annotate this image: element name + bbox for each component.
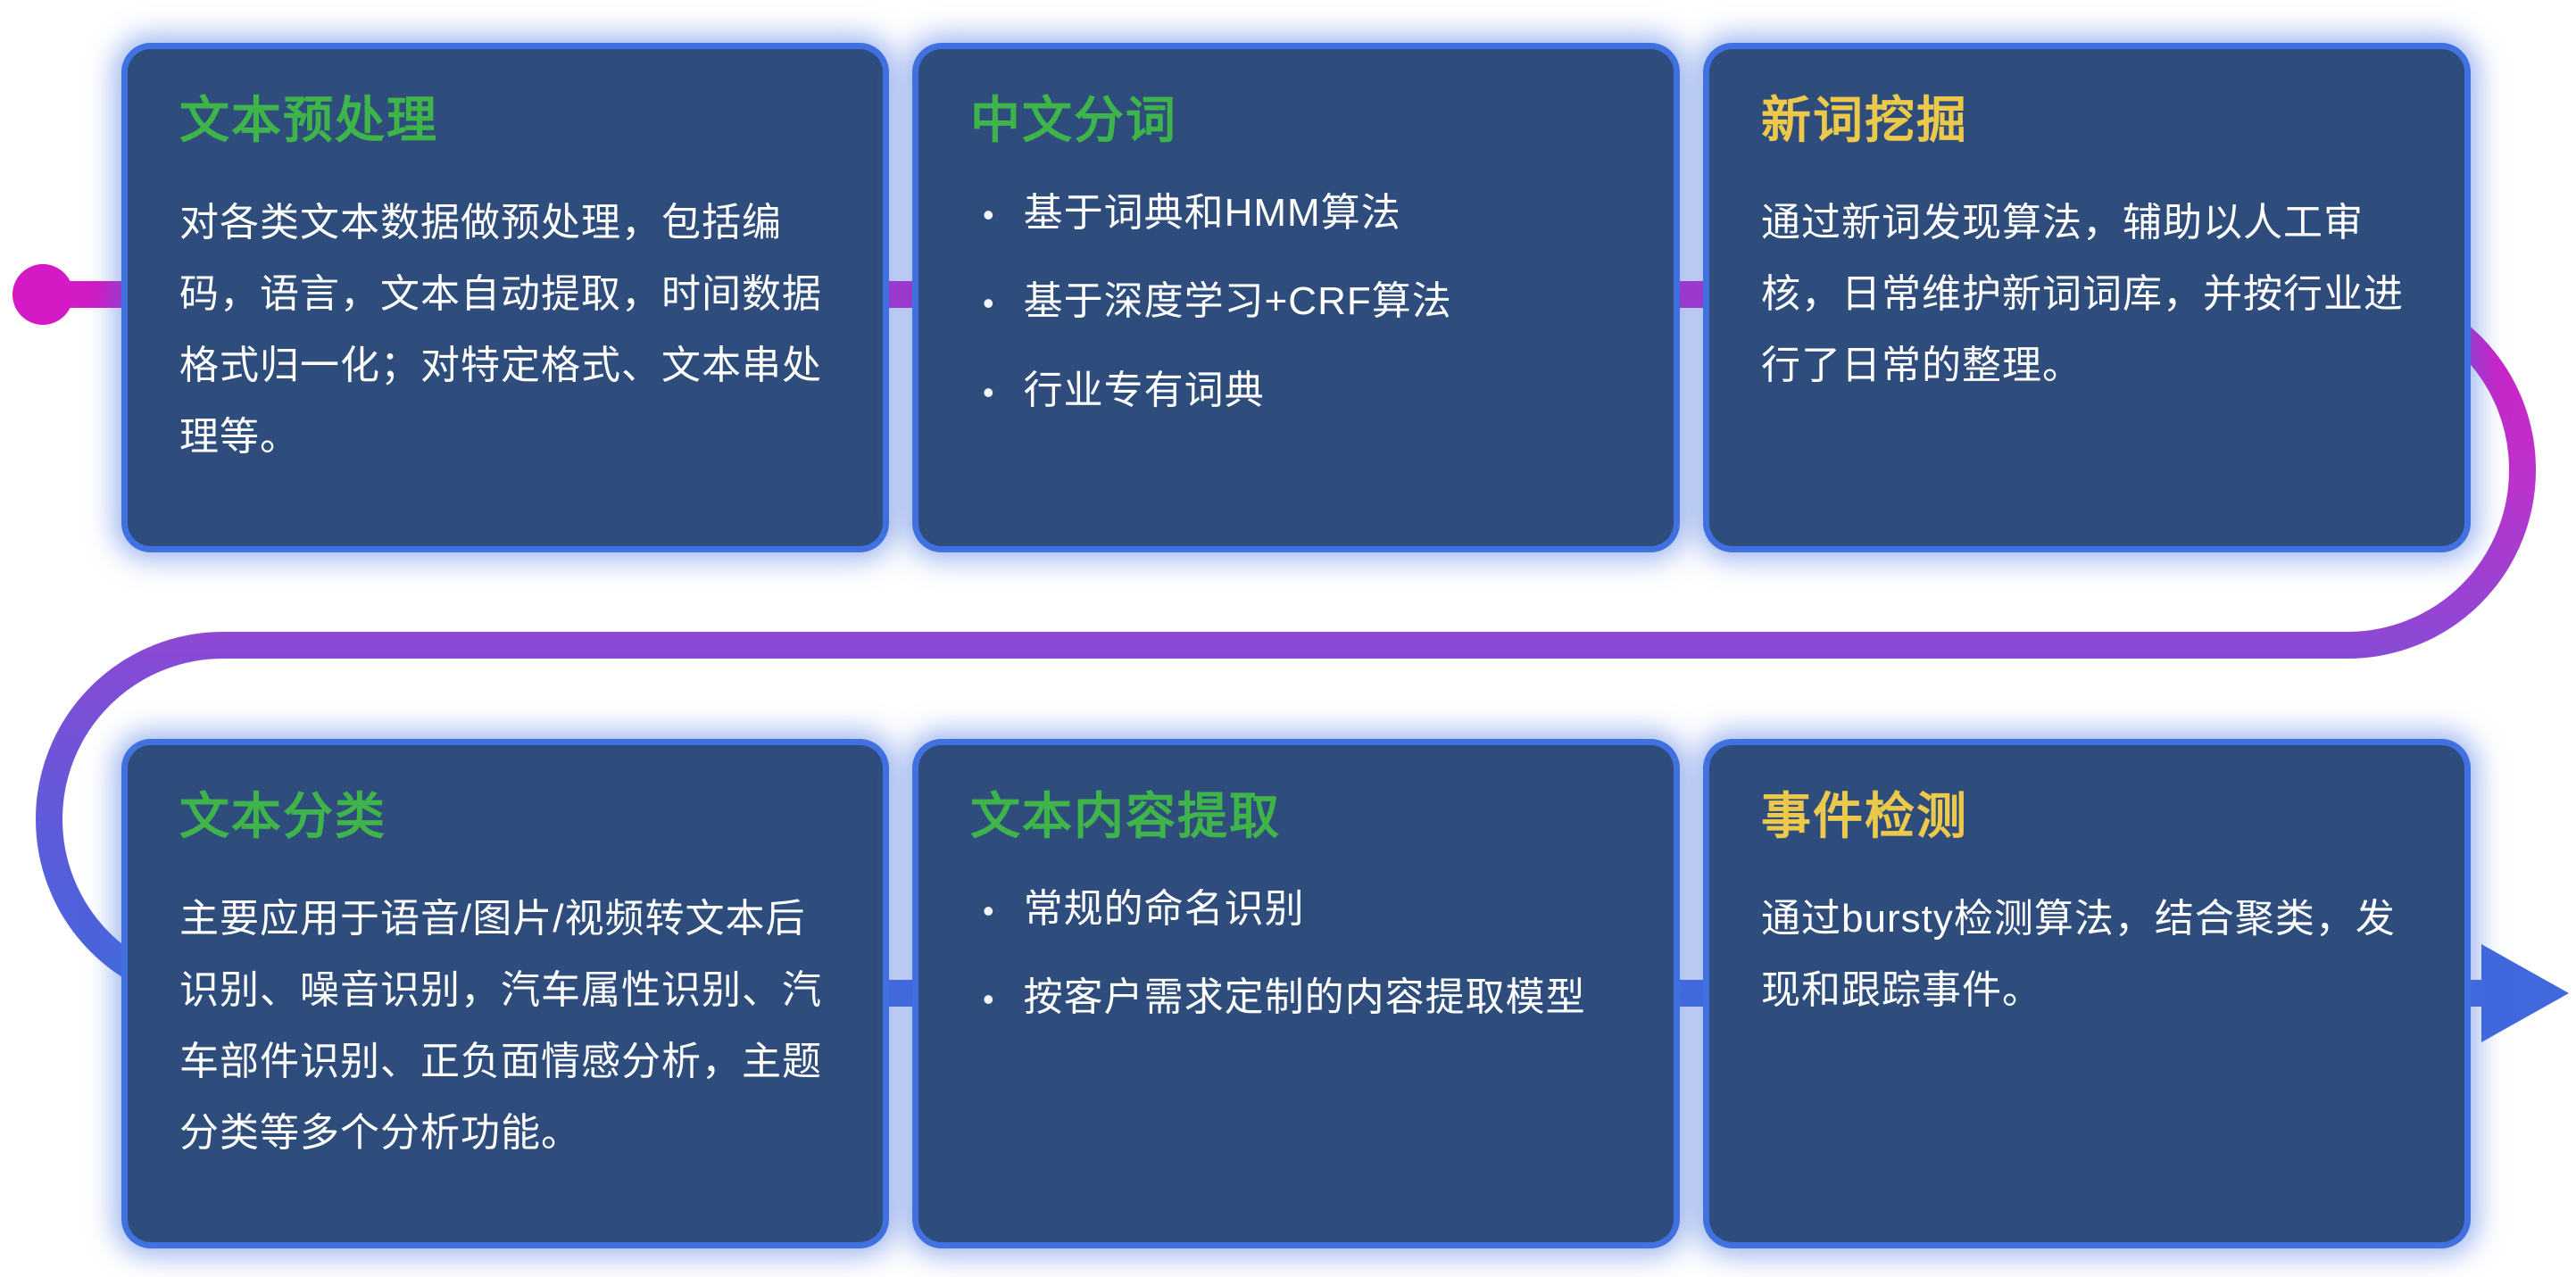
card-body: 主要应用于语音/图片/视频转文本后识别、噪音识别，汽车属性识别、汽车部件识别、正… [179,897,822,1156]
card-text-classification: 文本分类 主要应用于语音/图片/视频转文本后识别、噪音识别，汽车属性识别、汽车部… [128,745,883,1242]
bullet-icon: • [983,373,995,410]
card-new-word-mining: 新词挖掘 通过新词发现算法，辅助以人工审核，日常维护新词词库，并按行业进行了日常… [1709,49,2464,546]
card-title: 文本分类 [179,788,386,844]
bullet-list: • 基于词典和HMM算法 • 基于深度学习+CRF算法 • 行业专有词典 [970,187,1622,416]
bullet-text: 行业专有词典 [1023,368,1265,412]
card-title: 文本内容提取 [970,788,1281,844]
card-title: 新词挖掘 [1761,92,1968,148]
list-item: • 按客户需求定制的内容提取模型 [983,972,1622,1023]
card-body: 对各类文本数据做预处理，包括编码，语言，文本自动提取，时间数据格式归一化；对特定… [179,201,822,460]
list-item: • 基于深度学习+CRF算法 [983,276,1622,327]
bullet-icon: • [983,892,995,930]
list-item: • 常规的命名识别 [983,883,1622,934]
bullet-icon: • [983,285,995,322]
card-title: 事件检测 [1761,788,1968,844]
list-item: • 行业专有词典 [983,365,1622,416]
arrow-right-icon [2481,944,2569,1042]
card-title: 中文分词 [970,92,1177,148]
flow-start-dot-icon [12,264,73,325]
bullet-text: 常规的命名识别 [1023,887,1305,932]
card-chinese-word-segmentation: 中文分词 • 基于词典和HMM算法 • 基于深度学习+CRF算法 • 行业专有词… [918,49,1674,546]
card-text-preprocessing: 文本预处理 对各类文本数据做预处理，包括编码，语言，文本自动提取，时间数据格式归… [128,49,883,546]
list-item: • 基于词典和HMM算法 [983,187,1622,238]
card-title: 文本预处理 [179,92,438,148]
card-text-content-extraction: 文本内容提取 • 常规的命名识别 • 按客户需求定制的内容提取模型 [918,745,1674,1242]
card-body: 通过bursty检测算法，结合聚类，发现和跟踪事件。 [1761,897,2396,1013]
bullet-list: • 常规的命名识别 • 按客户需求定制的内容提取模型 [970,883,1622,1023]
bullet-text: 基于深度学习+CRF算法 [1023,279,1452,324]
bullet-icon: • [983,981,995,1018]
bullet-icon: • [983,196,995,234]
bullet-text: 基于词典和HMM算法 [1023,191,1401,236]
card-body: 通过新词发现算法，辅助以人工审核，日常维护新词词库，并按行业进行了日常的整理。 [1761,201,2404,388]
flow-connector-line [29,281,2536,1007]
card-event-detection: 事件检测 通过bursty检测算法，结合聚类，发现和跟踪事件。 [1709,745,2464,1242]
bullet-text: 按客户需求定制的内容提取模型 [1023,975,1586,1020]
